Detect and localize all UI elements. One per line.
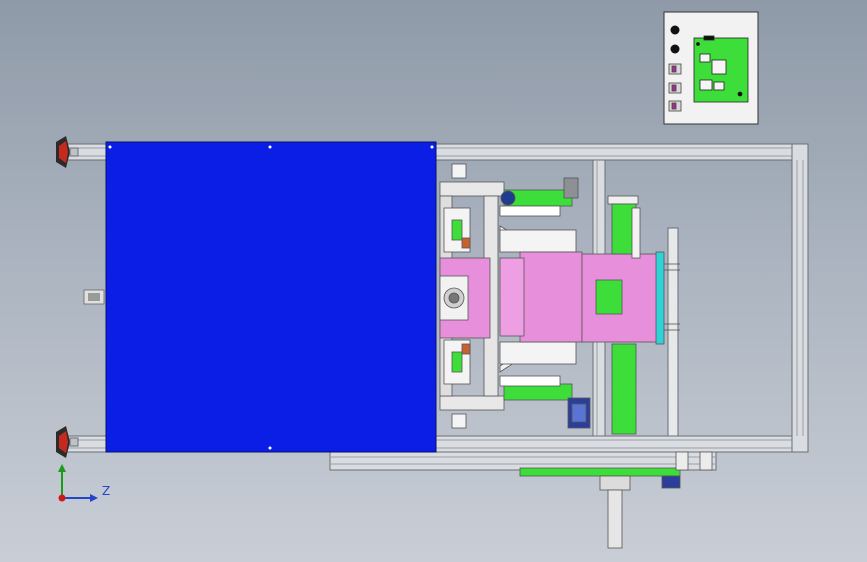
leveling-foot-bottom xyxy=(56,426,79,458)
side-latch xyxy=(83,289,105,305)
axis-z-label: Z xyxy=(102,484,111,498)
interior-mechanism xyxy=(423,163,680,435)
leveling-foot-top xyxy=(56,136,79,168)
controller-board xyxy=(693,35,749,103)
emergency-stop-button-icon xyxy=(670,25,680,35)
power-button-icon xyxy=(670,44,680,54)
selector-switch-icons xyxy=(668,63,682,112)
origin-marker-icon xyxy=(58,494,66,502)
coordinate-triad xyxy=(58,464,98,502)
bottom-mount xyxy=(519,451,713,549)
blue-cover-plate[interactable] xyxy=(105,141,437,453)
control-box[interactable] xyxy=(663,11,759,125)
